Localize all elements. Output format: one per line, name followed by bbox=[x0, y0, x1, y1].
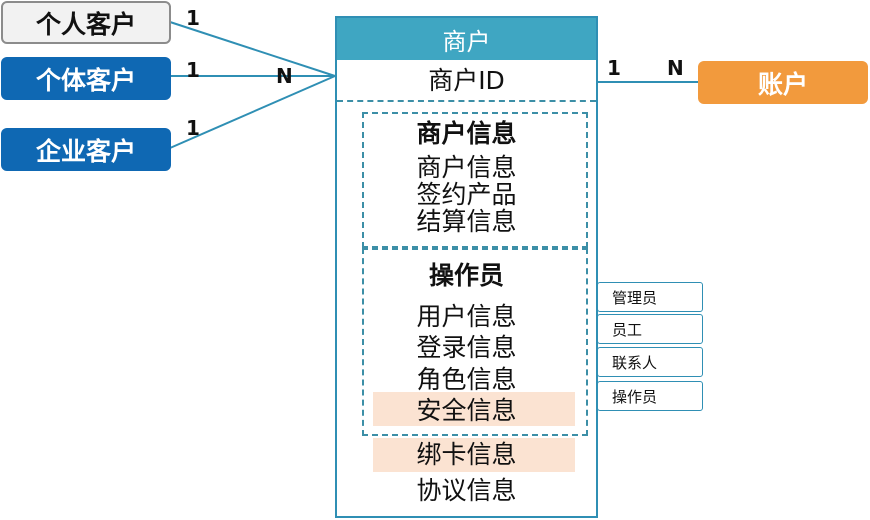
entity-label: 个人客户 bbox=[35, 9, 136, 39]
cardinality-one: 1 bbox=[186, 6, 200, 30]
cardinality-many: N bbox=[276, 64, 293, 88]
role-tag-label: 员工 bbox=[612, 320, 643, 339]
merchant-info-heading: 商户信息 bbox=[416, 119, 517, 148]
cardinality-one: 1 bbox=[186, 116, 200, 140]
role-tag-contact: 联系人 bbox=[597, 347, 703, 377]
merchant-extra-item: 绑卡信息 bbox=[416, 440, 517, 469]
entity-enterprise-customer: 企业客户 bbox=[1, 128, 171, 171]
merchant-extra-item: 协议信息 bbox=[416, 476, 517, 505]
role-tag-staff: 员工 bbox=[597, 314, 703, 344]
operator-item: 登录信息 bbox=[416, 333, 517, 362]
cardinality-one: 1 bbox=[607, 56, 621, 80]
merchant-id-field: 商户ID bbox=[428, 66, 505, 95]
cardinality-one: 1 bbox=[186, 58, 200, 82]
merchant-title-text: 商户 bbox=[442, 27, 491, 56]
role-tag-operator: 操作员 bbox=[597, 381, 703, 411]
operator-item: 安全信息 bbox=[416, 396, 517, 425]
merchant-info-item: 商户信息 bbox=[416, 153, 517, 182]
operator-group bbox=[362, 248, 588, 436]
highlight-security bbox=[373, 392, 575, 426]
entity-label: 企业客户 bbox=[35, 136, 136, 166]
merchant-info-item: 签约产品 bbox=[416, 180, 517, 209]
entity-individual-customer: 个体客户 bbox=[1, 57, 171, 100]
role-tag-admin: 管理员 bbox=[597, 282, 703, 312]
id-divider bbox=[337, 100, 596, 102]
role-tag-label: 操作员 bbox=[612, 387, 658, 406]
merchant-info-item: 结算信息 bbox=[416, 207, 517, 236]
entity-personal-customer: 个人客户 bbox=[1, 1, 171, 44]
highlight-card-binding bbox=[373, 438, 575, 472]
merchant-entity: 商户 商户ID 商户信息 商户信息 签约产品 结算信息 操作员 用户信息 登录信… bbox=[335, 16, 598, 518]
operator-item: 角色信息 bbox=[416, 365, 517, 394]
entity-account: 账户 bbox=[698, 61, 868, 104]
link-personal bbox=[169, 21, 336, 77]
cardinality-many: N bbox=[667, 56, 684, 80]
link-enterprise bbox=[169, 75, 336, 149]
operator-heading: 操作员 bbox=[428, 261, 504, 290]
role-tag-label: 管理员 bbox=[612, 288, 658, 307]
role-tag-label: 联系人 bbox=[612, 353, 658, 372]
merchant-info-group bbox=[362, 112, 588, 248]
entity-label: 个体客户 bbox=[35, 65, 136, 95]
entity-label: 账户 bbox=[757, 69, 808, 99]
merchant-title: 商户 bbox=[337, 18, 596, 60]
operator-item: 用户信息 bbox=[416, 302, 517, 331]
